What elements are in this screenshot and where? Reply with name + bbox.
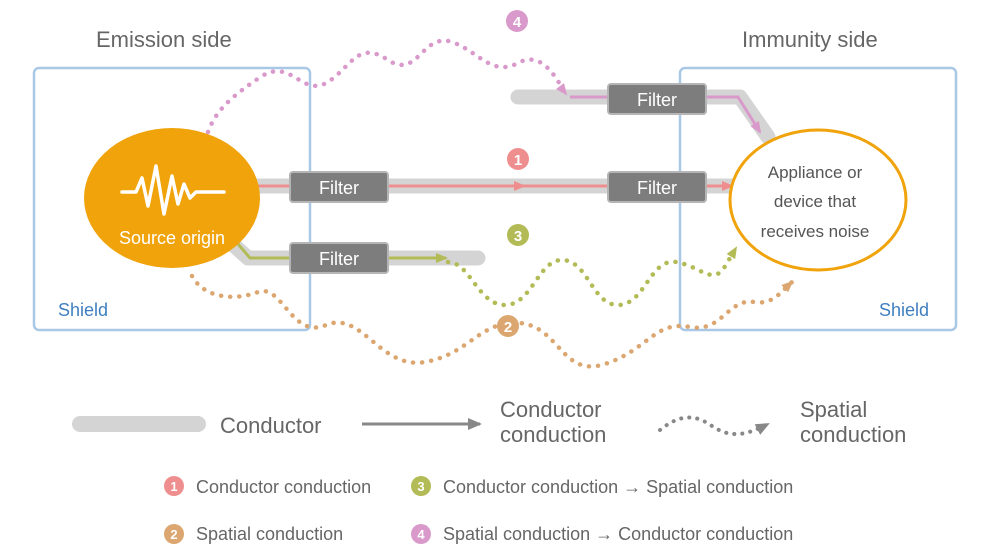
- legend-spatial-conduction: Spatial conduction: [658, 397, 906, 447]
- legend-conductor-label: Conductor: [220, 413, 322, 438]
- filter-emit-main-label: Filter: [319, 178, 359, 198]
- filter-recv-main-label: Filter: [637, 178, 677, 198]
- key-item-2: 2 Spatial conduction: [164, 524, 343, 544]
- filter-emit-lower-label: Filter: [319, 249, 359, 269]
- source-origin-label: Source origin: [119, 228, 225, 248]
- key-item-1-number: 1: [170, 479, 177, 494]
- filter-recv-top-label: Filter: [637, 90, 677, 110]
- path-badge-2: 2: [497, 315, 519, 337]
- receiver-label-line3: receives noise: [761, 222, 870, 241]
- key-item-2-text: Spatial conduction: [196, 524, 343, 544]
- receiver-label-line2: device that: [774, 192, 856, 211]
- path-badge-3-number: 3: [514, 228, 522, 245]
- key-item-2-number: 2: [170, 527, 177, 542]
- key-item-1: 1 Conductor conduction: [164, 476, 371, 497]
- noise-waveform-icon: [120, 164, 226, 216]
- key-item-3-number: 3: [417, 479, 424, 494]
- path-badge-2-number: 2: [504, 319, 512, 336]
- key-item-4: 4 Spatial conduction → Conductor conduct…: [411, 524, 793, 544]
- legend-conductor: Conductor: [72, 413, 322, 438]
- legend-spatial-conduction-line2: conduction: [800, 422, 906, 447]
- filter-recv-top: Filter: [607, 83, 707, 115]
- source-origin: Source origin: [84, 128, 260, 268]
- immunity-side-title: Immunity side: [742, 27, 878, 52]
- emission-shield-label: Shield: [58, 300, 108, 320]
- legend-spatial-conduction-line1: Spatial: [800, 397, 867, 422]
- emission-side-title: Emission side: [96, 27, 232, 52]
- path-badge-4-number: 4: [513, 14, 522, 31]
- receiver-device: Appliance or device that receives noise: [728, 128, 908, 272]
- key-item-1-text: Conductor conduction: [196, 477, 371, 497]
- legend-conductor-conduction-line1: Conductor: [500, 397, 602, 422]
- path-2-spatial-conduction: [189, 273, 795, 369]
- legend-conductor-conduction-line2: conduction: [500, 422, 606, 447]
- path-3-conductor-to-spatial: [236, 243, 739, 308]
- immunity-shield-label: Shield: [879, 300, 929, 320]
- key-item-4-text: Spatial conduction → Conductor conductio…: [443, 524, 793, 544]
- path-badge-4: 4: [506, 10, 528, 32]
- path-4-spatial-to-conductor: [205, 38, 762, 135]
- filter-emit-main: Filter: [289, 171, 389, 203]
- path-badge-3: 3: [507, 224, 529, 246]
- key-item-3: 3 Conductor conduction → Spatial conduct…: [411, 476, 793, 497]
- path-badge-1: 1: [507, 148, 529, 170]
- filter-emit-lower: Filter: [289, 242, 389, 274]
- path-badge-1-number: 1: [514, 152, 522, 169]
- filter-recv-main: Filter: [607, 171, 707, 203]
- key-item-4-number: 4: [417, 527, 425, 542]
- key-item-3-text: Conductor conduction → Spatial conductio…: [443, 477, 793, 497]
- legend-conductor-conduction: Conductor conduction: [362, 397, 606, 447]
- receiver-label-line1: Appliance or: [768, 163, 863, 182]
